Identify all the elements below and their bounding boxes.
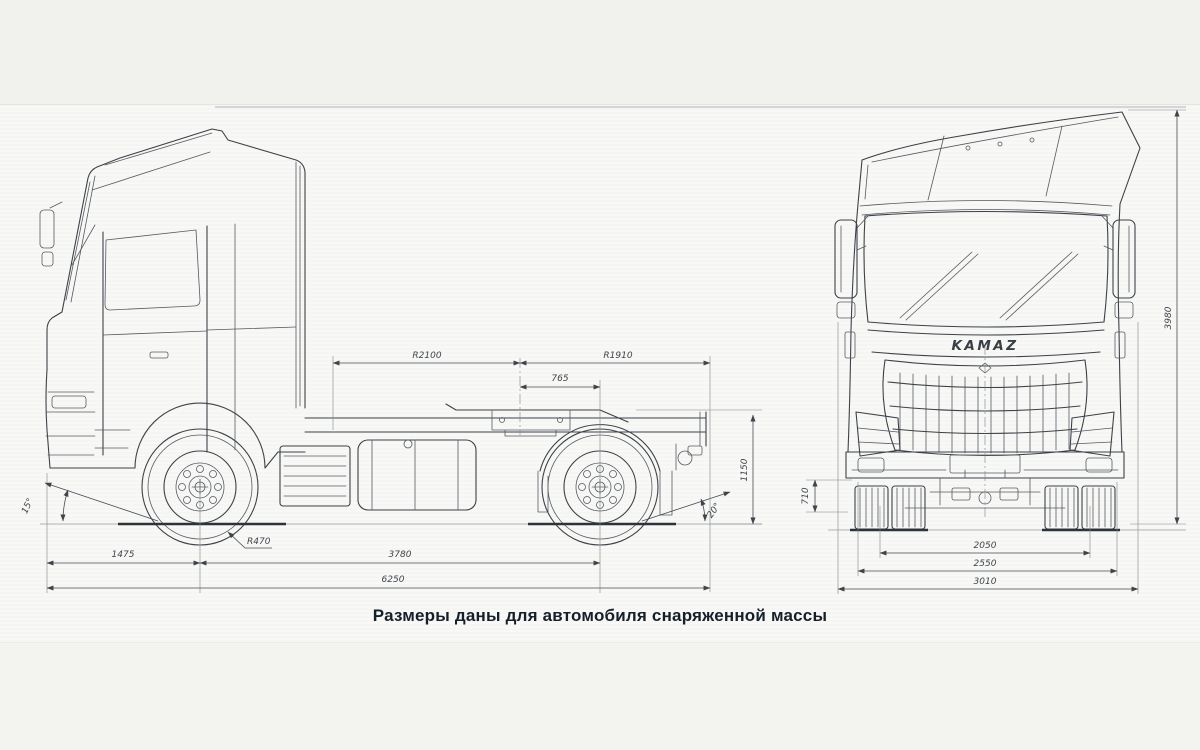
- dim-saddle-height: 1150: [740, 414, 756, 525]
- dim-overall-length: 6250: [46, 575, 711, 591]
- dim-label-front-overhang: 1475: [112, 550, 135, 560]
- cab-side: [39, 128, 306, 469]
- wipers: [899, 251, 1079, 321]
- door-deflector-left: [844, 331, 856, 359]
- air-tank: [677, 450, 693, 466]
- roof-spoiler: [857, 111, 1141, 205]
- scan-band-bottom: [0, 642, 1200, 750]
- side-view: [39, 128, 762, 546]
- dim-wheelbase: 3780: [199, 550, 601, 566]
- dimensions-side: R2100 R1910 765 1150 20° 15: [20, 351, 762, 593]
- door-deflector-right: [1114, 331, 1126, 359]
- mirror-left: [834, 215, 869, 319]
- dimensions-front: 710 2050 2550 3010 3980: [801, 109, 1186, 594]
- front-view: KAMAZ: [828, 111, 1186, 532]
- dim-label-front-clearance-radius: R2100: [412, 351, 441, 361]
- grille: [882, 359, 1088, 457]
- dim-label-rear-angle: 20°: [706, 501, 723, 520]
- fog-light-right: [1085, 457, 1113, 473]
- dim-approach-angle: 15°: [20, 482, 159, 522]
- headlight-right: [1069, 411, 1115, 457]
- dim-label-overall-width: 3010: [974, 577, 997, 587]
- dim-label-fifth-wheel-lead: 765: [551, 374, 568, 384]
- headlight-left: [855, 411, 901, 457]
- wiper-side: [71, 224, 96, 266]
- dim-front-clearance: 710: [801, 479, 818, 513]
- dim-label-approach-angle: 15°: [20, 497, 36, 516]
- dim-cab-width: 2550: [857, 559, 1118, 574]
- kamaz-logo: KAMAZ: [951, 338, 1018, 354]
- battery-box: [279, 445, 351, 507]
- headlight-side: [51, 395, 87, 409]
- mirror-side: [39, 201, 63, 267]
- dim-label-cab-width: 2550: [974, 559, 997, 569]
- dim-label-saddle-height: 1150: [740, 458, 750, 481]
- dim-rear-clearance-radius: R1910: [519, 351, 711, 366]
- mirror-right: [1101, 215, 1136, 319]
- dim-label-track-width: 2050: [974, 541, 997, 551]
- dim-overall-width: 3010: [837, 577, 1139, 592]
- dim-fifth-wheel-lead: 765: [519, 374, 601, 390]
- dim-label-wheelbase: 3780: [389, 550, 412, 560]
- dim-label-overall-height: 3980: [1164, 306, 1174, 329]
- dim-track-width: 2050: [879, 541, 1091, 556]
- windshield: [863, 210, 1109, 328]
- fuel-tank: [357, 439, 477, 511]
- fog-light-left: [857, 457, 885, 473]
- brand-panel: KAMAZ: [867, 329, 1105, 358]
- under-bumper: [904, 345, 1066, 520]
- scan-band-top: [0, 0, 1200, 105]
- fuel-cap: [403, 439, 413, 449]
- dim-label-overall-length: 6250: [382, 575, 405, 585]
- dim-front-clearance-radius: R2100: [332, 351, 521, 366]
- cab-front: [844, 200, 1126, 453]
- rear-fender: [537, 424, 673, 516]
- dim-front-overhang: 1475: [46, 550, 201, 566]
- dim-tyre-radius: R470: [227, 531, 272, 549]
- dim-overall-height: 3980: [1164, 109, 1180, 525]
- fifth-wheel: [445, 358, 629, 437]
- chassis-frame: [304, 411, 707, 471]
- taillight-bracket: [687, 445, 703, 456]
- dim-label-tyre-radius: R470: [247, 537, 271, 547]
- drawing-caption: Размеры даны для автомобиля снаряженной …: [372, 606, 828, 625]
- dim-label-rear-clearance-radius: R1910: [603, 351, 632, 361]
- dim-label-front-clearance: 710: [801, 487, 811, 504]
- door-side: [94, 223, 297, 456]
